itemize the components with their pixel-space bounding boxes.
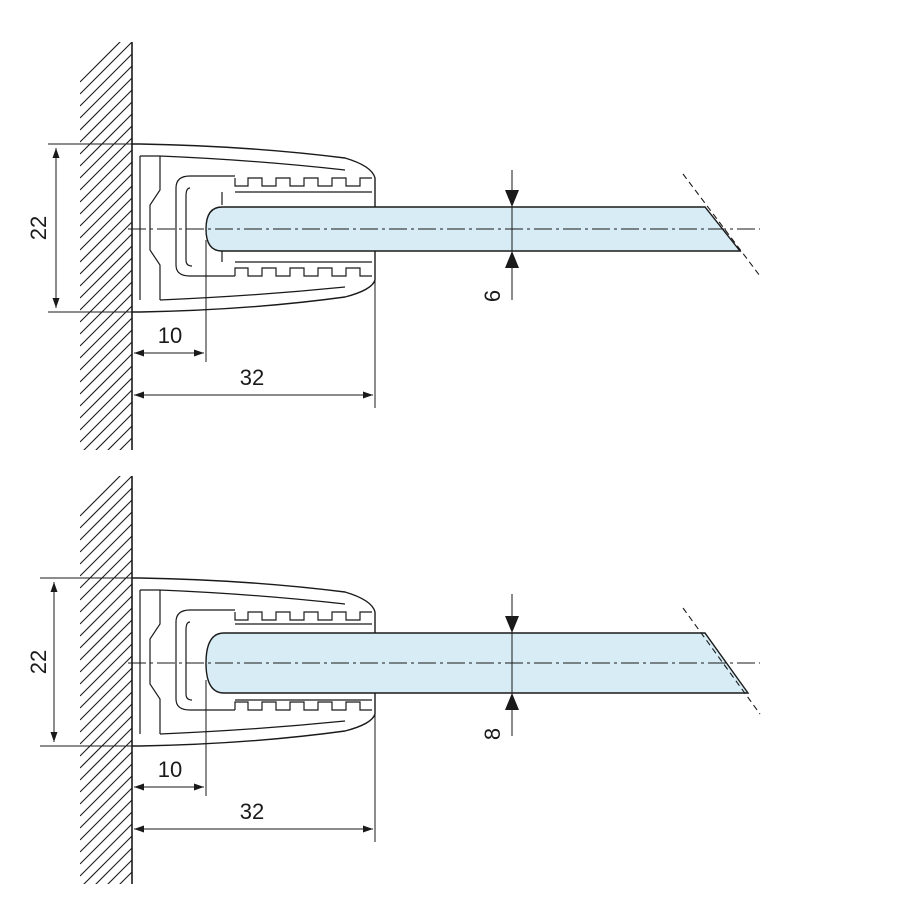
depth-label: 32 (240, 799, 264, 824)
detail-top: 22 6 10 32 (26, 42, 761, 450)
glass-dim-arrow-bottom (505, 693, 519, 710)
height-label: 22 (26, 216, 51, 240)
profile-inner (139, 589, 346, 735)
insert-label: 10 (158, 323, 182, 348)
wall-hatch (80, 42, 132, 450)
glass-dim-arrow-bottom (505, 251, 519, 268)
gasket-bottom (234, 699, 372, 711)
insert-label: 10 (158, 757, 182, 782)
glass-dim-arrow-top (505, 616, 519, 633)
depth-label: 32 (240, 365, 264, 390)
gasket-top (234, 611, 372, 625)
profile-inner (139, 155, 346, 301)
break-line (682, 173, 761, 277)
break-line (682, 607, 761, 715)
height-label: 22 (26, 650, 51, 674)
wall-hatch (80, 476, 132, 884)
gasket-bottom (221, 250, 372, 277)
glass-thickness-label: 8 (480, 728, 505, 740)
glass-pane (205, 206, 742, 252)
detail-bottom: 22 8 10 32 (26, 476, 761, 884)
glass-thickness-label: 6 (480, 290, 505, 302)
gasket-top (221, 177, 372, 205)
glass-dim-arrow-top (505, 190, 519, 207)
